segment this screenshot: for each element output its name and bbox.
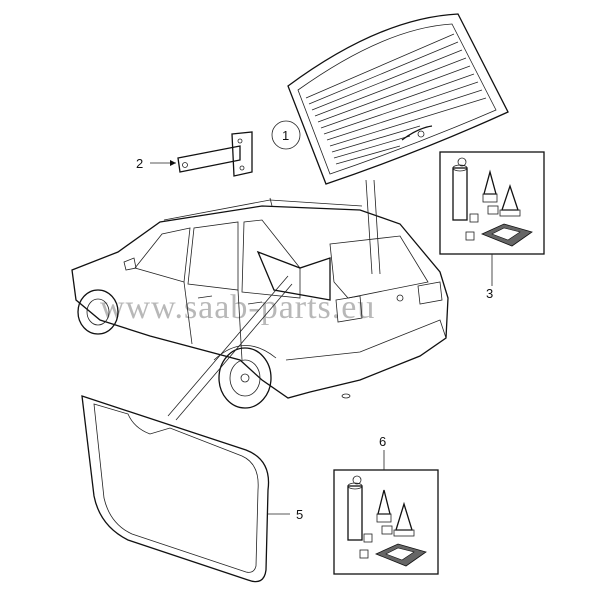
callout-1-label: 1: [282, 128, 289, 143]
callout-3-label: 3: [486, 286, 493, 301]
station-wagon-car-icon: [71, 197, 449, 409]
rear-window-glass-icon: [287, 13, 509, 185]
hinge-bracket-icon: [177, 131, 253, 177]
callout-2-arrowhead: [170, 160, 176, 166]
callout-6-label: 6: [379, 434, 386, 449]
rear-glass-leader-2: [373, 179, 381, 275]
watermark-text: www.saab-parts.eu: [100, 289, 375, 326]
side-glass-leader-1: [175, 283, 293, 421]
callout-1-circle: [271, 120, 301, 150]
rear-glass-leader-1: [365, 179, 373, 275]
side-glass-leader-2: [167, 275, 289, 417]
adhesive-kit-3-icon: [439, 151, 545, 255]
side-window-glass-icon: [81, 395, 270, 583]
callout-2-label: 2: [136, 156, 143, 171]
adhesive-kit-6-icon: [333, 469, 439, 575]
callout-5-label: 5: [296, 507, 303, 522]
